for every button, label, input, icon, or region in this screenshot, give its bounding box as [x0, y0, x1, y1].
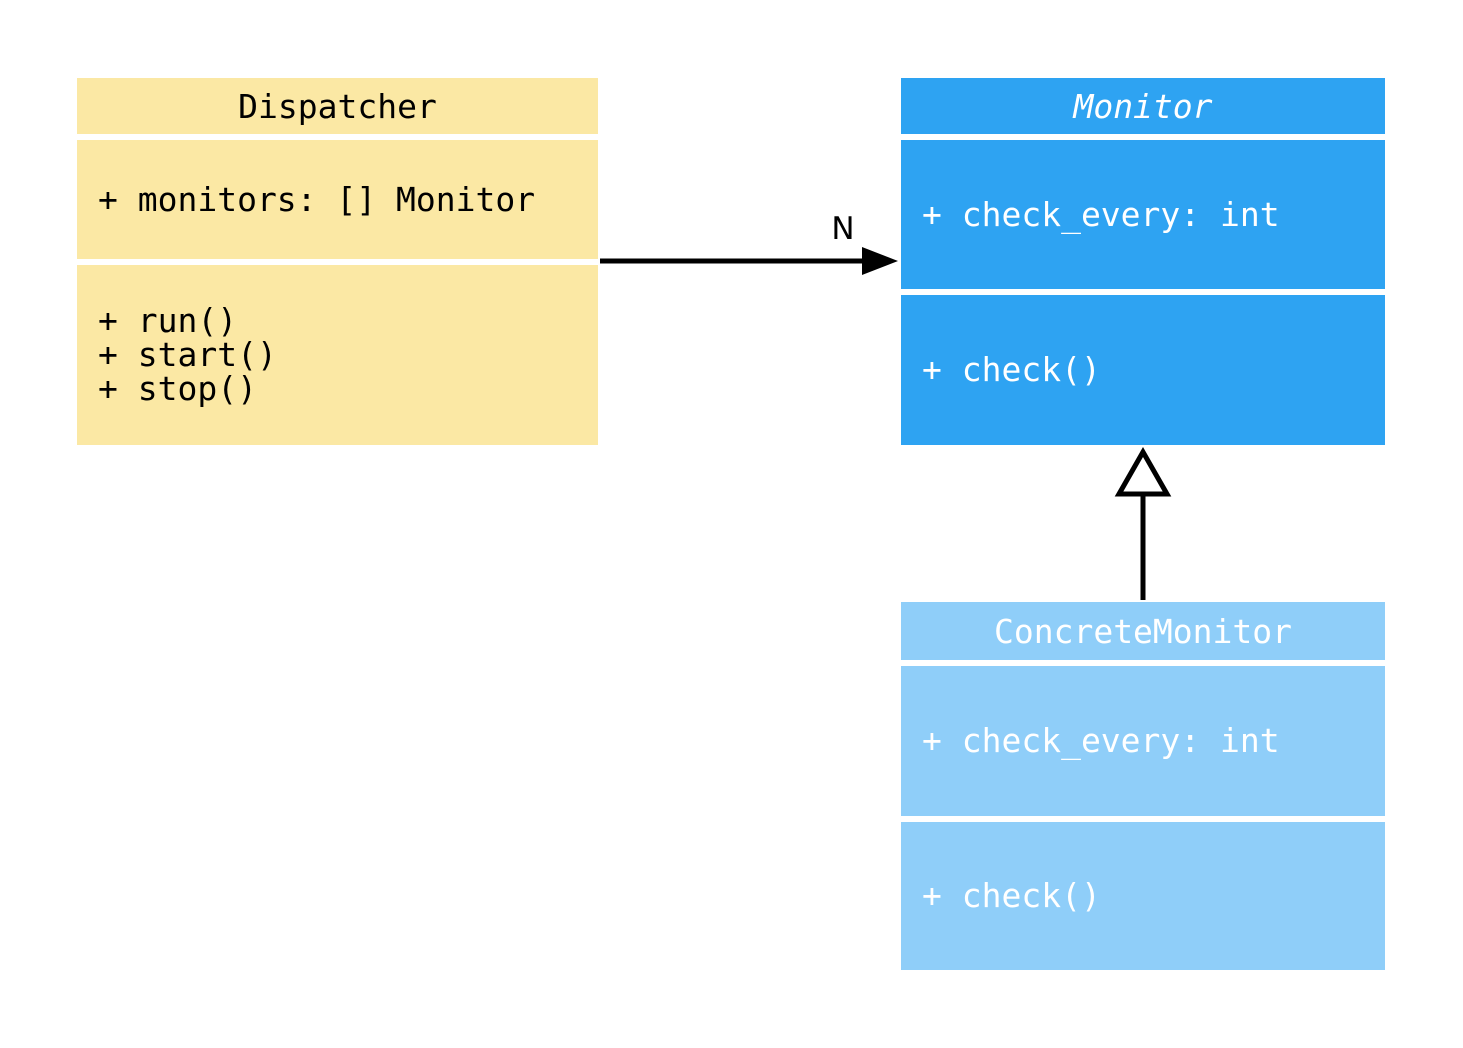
class-title-monitor: Monitor [901, 78, 1385, 134]
class-box-monitor: Monitor + check_every: int + check() [901, 78, 1385, 445]
method-line: + run() [98, 301, 238, 340]
attribute-line: + check_every: int [922, 721, 1280, 760]
class-title-label: ConcreteMonitor [993, 611, 1292, 651]
class-title-dispatcher: Dispatcher [77, 78, 598, 134]
class-title-label: Dispatcher [238, 86, 437, 126]
class-methods-monitor: + check() [901, 295, 1385, 445]
method-line: + stop() [98, 369, 257, 408]
attribute-line: + monitors: [] Monitor [98, 179, 536, 219]
association-arrow: N [600, 211, 898, 275]
class-methods-concrete-monitor: + check() [901, 822, 1385, 970]
class-title-concrete-monitor: ConcreteMonitor [901, 602, 1385, 660]
class-attributes-concrete-monitor: + check_every: int [901, 666, 1385, 816]
class-title-label: Monitor [1073, 86, 1213, 126]
class-attributes-monitor: + check_every: int [901, 140, 1385, 289]
class-methods-dispatcher: + run() + start() + stop() [77, 265, 598, 445]
method-line: + check() [922, 350, 1101, 389]
method-line: + start() [98, 335, 277, 374]
class-attributes-dispatcher: + monitors: [] Monitor [77, 140, 598, 259]
attribute-line: + check_every: int [922, 194, 1280, 234]
multiplicity-label: N [831, 211, 854, 247]
generalization-arrow [1114, 446, 1172, 600]
method-line: + check() [922, 876, 1101, 915]
class-box-dispatcher: Dispatcher + monitors: [] Monitor + run(… [77, 78, 598, 445]
class-box-concrete-monitor: ConcreteMonitor + check_every: int + che… [901, 602, 1385, 970]
generalization-triangle-icon [1114, 446, 1172, 497]
association-arrowhead-icon [862, 247, 898, 275]
